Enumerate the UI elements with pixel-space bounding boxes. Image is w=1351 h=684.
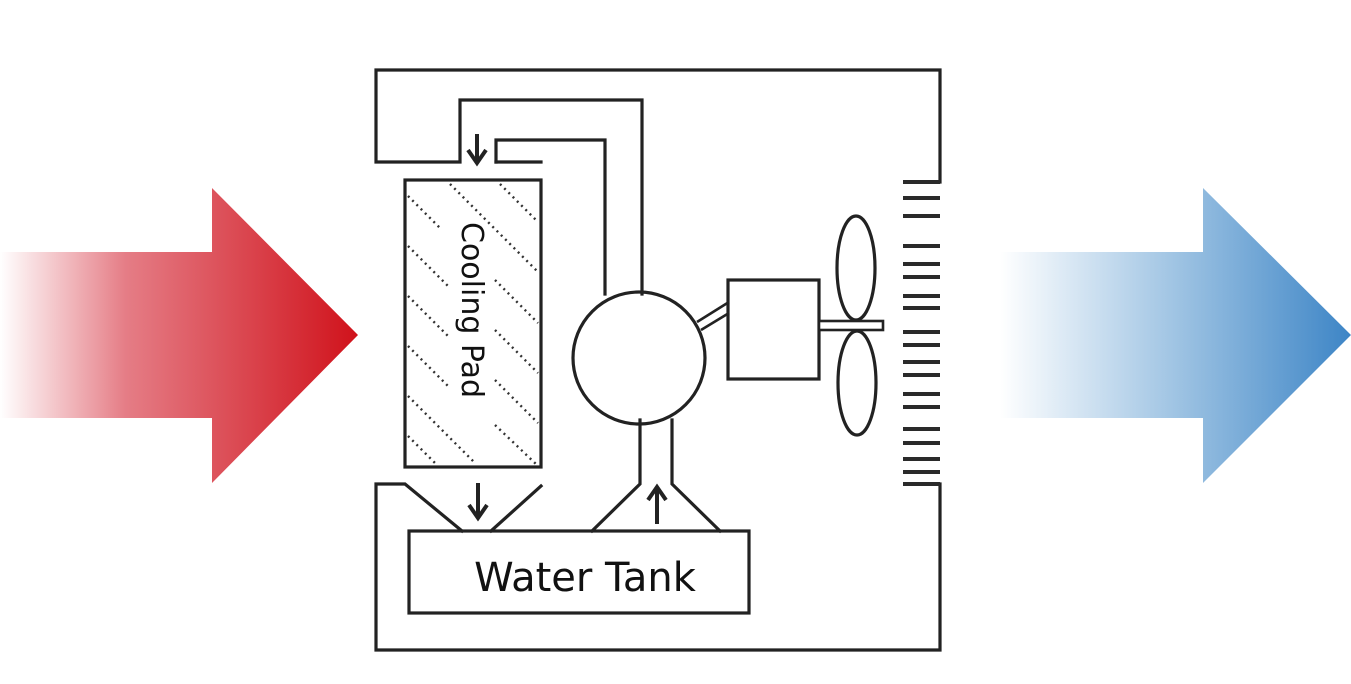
fan-blade-top: [835, 214, 877, 322]
housing-top: [374, 68, 942, 296]
pump-motor-coupling: [696, 300, 730, 332]
fan-shaft: [817, 319, 885, 332]
housing-bottom: [374, 482, 942, 652]
cooling-pad-label: Cooling Pad: [454, 222, 489, 398]
air-grille: [903, 180, 940, 486]
fan-blade-bottom: [836, 329, 878, 437]
water-tank: Water Tank: [407, 529, 751, 615]
drain-arrow-icon: [467, 483, 489, 522]
supply-pipe: [494, 138, 607, 296]
funnel-right: [488, 483, 544, 534]
pump: [571, 290, 707, 426]
motor: [726, 278, 821, 381]
water-down-arrow-icon: [466, 134, 488, 167]
pad-hatching: [407, 183, 539, 465]
pump-intake: [589, 418, 723, 534]
hot-air-inlet-arrow: [0, 188, 358, 483]
cooling-pad: Cooling Pad: [403, 178, 543, 469]
cool-air-outlet-arrow: [1000, 188, 1351, 483]
water-tank-label: Water Tank: [474, 555, 697, 601]
pump-up-arrow-icon: [646, 483, 668, 524]
